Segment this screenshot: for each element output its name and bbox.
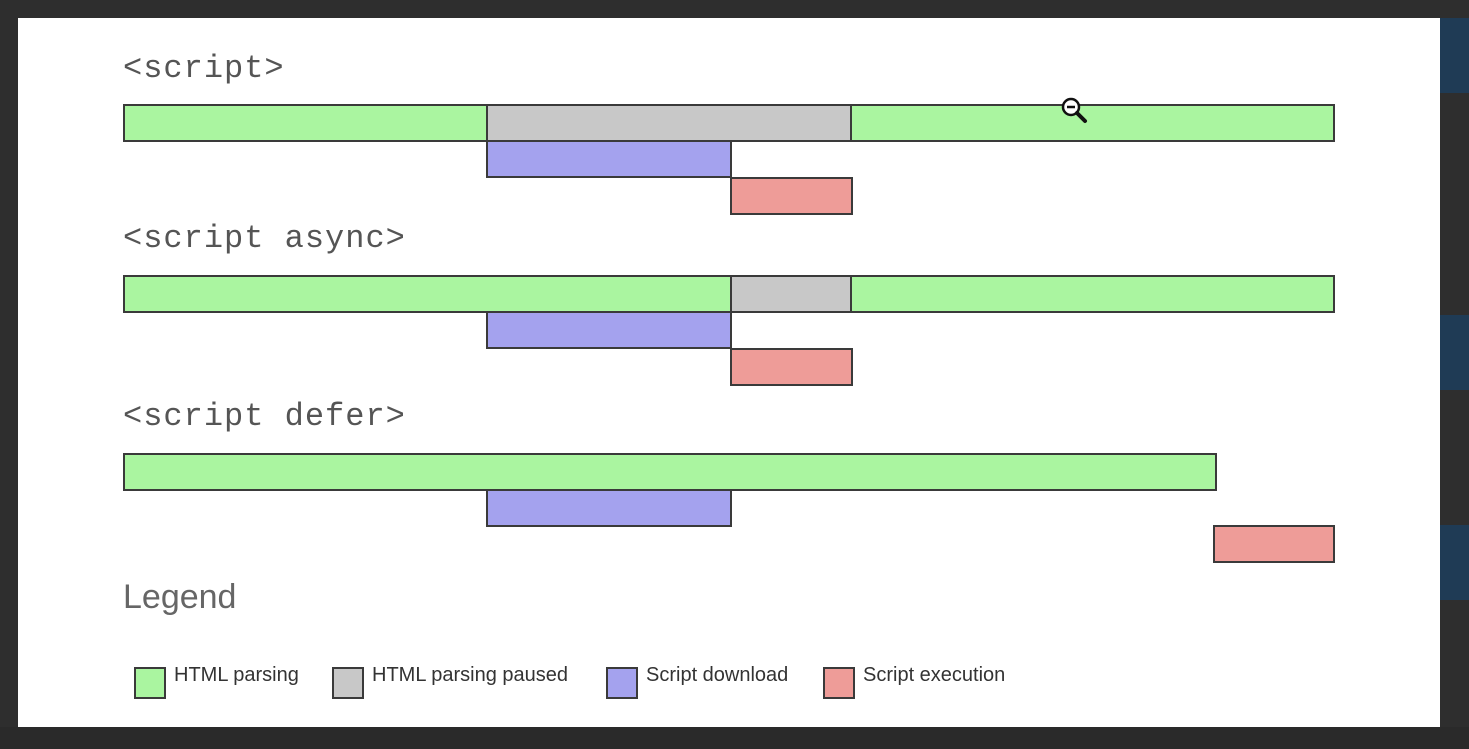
diagram-slide: <script> <script async> <script defer> L… [18,18,1440,727]
html-parsing-paused-bar [486,104,852,142]
background-panel-top [1439,18,1469,93]
legend-swatch [823,667,855,699]
legend-label: HTML parsing [174,664,299,686]
html-parsing-bar [123,104,488,142]
script-execution-bar [730,348,853,386]
legend-label: Script execution [863,664,1006,686]
background-strip [0,727,1469,749]
legend-label: HTML parsing paused [372,664,569,686]
background-panel-low [1439,525,1469,600]
html-parsing-bar [123,275,732,313]
section-heading-script-defer: <script defer> [123,398,406,435]
script-download-bar [486,311,732,349]
script-execution-bar [730,177,853,215]
script-download-bar [486,489,732,527]
legend-swatch [134,667,166,699]
html-parsing-bar [850,275,1335,313]
html-parsing-paused-bar [730,275,852,313]
script-execution-bar [1213,525,1335,563]
script-download-bar [486,140,732,178]
zoom-out-icon [1061,97,1087,123]
html-parsing-bar [850,104,1335,142]
legend-swatch [332,667,364,699]
section-heading-script: <script> [123,50,285,87]
html-parsing-bar [123,453,1217,491]
background-panel-mid [1439,315,1469,390]
legend-swatch [606,667,638,699]
legend-title: Legend [123,578,237,616]
section-heading-script-async: <script async> [123,220,406,257]
legend-label: Script download [646,664,789,686]
